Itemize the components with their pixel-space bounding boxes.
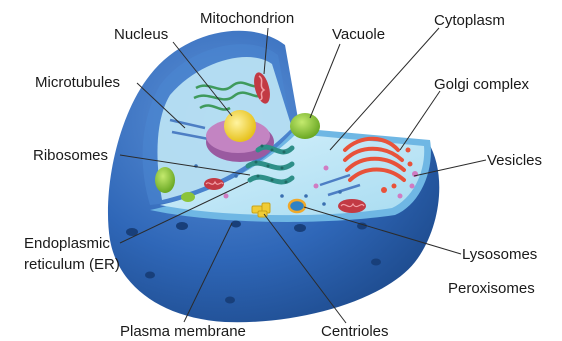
vacuole	[290, 113, 320, 139]
membrane-pit	[176, 222, 188, 230]
label-mitochondrion: Mitochondrion	[200, 10, 294, 27]
label-nucleus: Nucleus	[114, 26, 168, 43]
label-peroxisomes: Peroxisomes	[448, 280, 535, 297]
nucleolus	[224, 110, 256, 142]
label-centrioles: Centrioles	[321, 323, 389, 340]
membrane-pit	[225, 297, 235, 304]
label-vacuole: Vacuole	[332, 26, 385, 43]
mitochondrion	[204, 178, 224, 190]
membrane-pit	[294, 224, 306, 232]
label-ribosomes: Ribosomes	[33, 147, 108, 164]
peroxisome	[155, 167, 175, 193]
label-er-line1: Endoplasmic	[24, 235, 110, 252]
lysosome	[289, 200, 305, 212]
label-golgi-complex: Golgi complex	[434, 76, 529, 93]
label-er-line2: reticulum (ER)	[24, 256, 120, 273]
label-lysosomes: Lysosomes	[462, 246, 537, 263]
label-plasma-membrane: Plasma membrane	[120, 323, 246, 340]
label-microtubules: Microtubules	[35, 74, 120, 91]
peroxisome	[181, 192, 195, 202]
membrane-pit	[371, 259, 381, 266]
membrane-pit	[231, 221, 241, 228]
membrane-pit	[145, 272, 155, 279]
label-vesicles: Vesicles	[487, 152, 542, 169]
mitochondrion	[338, 199, 366, 213]
label-cytoplasm: Cytoplasm	[434, 12, 505, 29]
